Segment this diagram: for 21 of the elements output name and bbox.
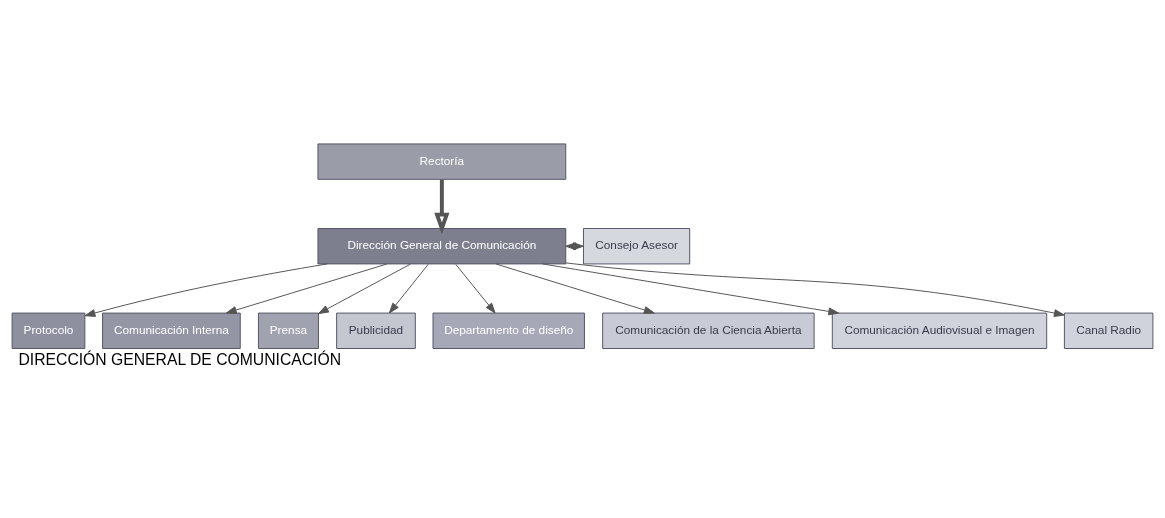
node-box: Canal Radio (1063, 312, 1154, 349)
arrow (434, 179, 450, 235)
node-box: Comunicación Interna (102, 312, 241, 349)
caption: DIRECCIÓN GENERAL DE COMUNICACIÓN (18, 351, 342, 369)
node-box: Departamento de diseño (432, 312, 585, 349)
arrow (318, 263, 411, 315)
node-box: Consejo Asesor (583, 228, 691, 265)
arrow (455, 263, 496, 314)
arrow (495, 263, 655, 314)
node-box: Comunicación de la Ciencia Abierta (602, 312, 815, 349)
node-box: Comunicación Audiovisual e Imagen (831, 312, 1048, 349)
node-box: Publicidad (336, 312, 416, 349)
arrow (225, 263, 388, 314)
node-box: Prensa (257, 312, 319, 349)
node-box: Rectoría (317, 143, 567, 180)
arrow (388, 263, 429, 314)
node-box: Protocolo (11, 312, 86, 349)
node-box: Dirección General de Comunicación (317, 228, 567, 265)
arrow (565, 262, 1065, 317)
arrow (542, 263, 840, 316)
arrow (84, 263, 328, 317)
